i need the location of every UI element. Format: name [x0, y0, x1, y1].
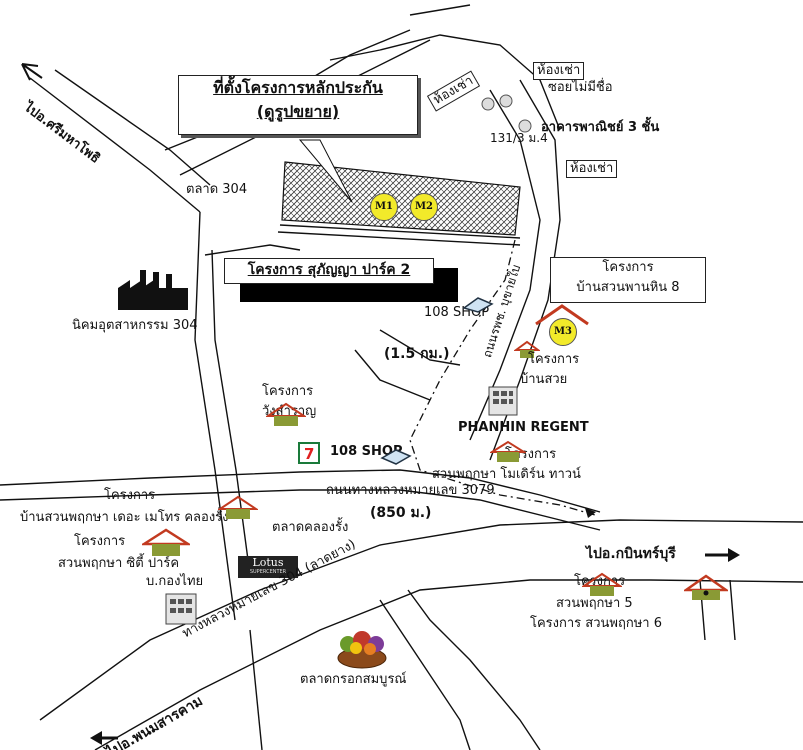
marker-m2[interactable]: M2	[410, 193, 438, 221]
label-108-shop-bottom: 108 SHOP	[330, 444, 403, 459]
house-icon-modern	[490, 440, 526, 462]
fruit-basket-icon	[337, 631, 387, 669]
road-inner	[354, 349, 431, 401]
road-mid	[204, 244, 301, 256]
label-rent-3: ห้องเช่า	[566, 160, 618, 178]
label-phanhin-regent: PHANHIN REGENT	[458, 420, 589, 435]
lotus-text: Lotus	[252, 556, 284, 569]
project-2-label-box: โครงการ สุภัญญา ปาร์ค 2	[224, 258, 434, 284]
road-lower-2	[407, 589, 541, 750]
label-industrial: นิคมอุตสาหกรรม 304	[72, 318, 198, 333]
title-line-2: (ดูรูปขยาย)	[256, 102, 340, 121]
route-arrowhead	[585, 508, 596, 518]
house-icon-suan6	[684, 574, 728, 600]
title-box: ที่ตั้งโครงการหลักประกัน (ดูรูปขยาย)	[178, 75, 418, 135]
marker-m3[interactable]: M3	[549, 318, 577, 346]
route-dashed	[409, 239, 596, 516]
marker-m1[interactable]: M1	[370, 193, 398, 221]
highway-304-bottom	[94, 579, 803, 750]
project-right-box: โครงการ บ้านสวนพานหิน 8	[550, 257, 706, 303]
label-suan6: โครงการ สวนพฤกษา 6	[530, 616, 662, 631]
highway-304-top	[39, 519, 803, 721]
lotus-sub: SUPERCENTER	[249, 569, 287, 575]
main-project-area	[281, 161, 521, 236]
label-the-metro-1: โครงการ	[104, 488, 156, 503]
label-suan5-2: สวนพฤกษา 5	[556, 596, 633, 611]
house-icon-baan-suay	[514, 340, 540, 358]
title-line-1: ที่ตั้งโครงการหลักประกัน	[213, 78, 383, 97]
road-top-2	[409, 4, 471, 16]
arrow-phanom-head	[90, 731, 102, 745]
building-icon-krungthai	[165, 593, 197, 625]
title-callout-tip	[298, 139, 353, 203]
svg-text:7: 7	[304, 445, 314, 463]
label-baan-suay-1: โครงการ	[528, 352, 580, 367]
factory-icon	[118, 270, 188, 310]
label-city-park-1: โครงการ	[74, 534, 126, 549]
shop-icon-top	[462, 297, 494, 313]
label-market-304: ตลาด 304	[186, 182, 248, 197]
house-icon-the-metro	[218, 495, 258, 519]
house-icon-suan5	[582, 572, 622, 596]
seven-eleven-icon: 7	[298, 442, 320, 464]
road-inner-2	[379, 329, 461, 366]
house-icon-1	[481, 94, 513, 111]
house-icon-wang	[266, 402, 306, 426]
road-project-south-2	[277, 231, 521, 246]
label-market-fresh: ตลาดกรอกสมบูรณ์	[300, 672, 407, 687]
label-modern-2: สวนพฤกษา โมเดิร์น ทาวน์	[432, 467, 581, 482]
lotus-logo: Lotus SUPERCENTER	[238, 556, 298, 578]
arrow-to-sri	[21, 63, 43, 81]
road-project-south	[279, 224, 521, 239]
label-baan-suay-2: บ้านสวย	[520, 372, 568, 387]
house-icon-2	[518, 119, 532, 133]
label-wang-1: โครงการ	[262, 384, 314, 399]
house-roof-icon	[535, 304, 589, 326]
label-rent-2: ห้องเช่า	[533, 62, 585, 80]
label-address: 131/3 ม.4	[490, 131, 548, 145]
road-top	[329, 34, 561, 131]
road-right-lower-2	[729, 579, 736, 641]
label-the-metro-2: บ้านสวนพฤกษา เดอะ เมโทร คลองรั้ง	[20, 510, 229, 525]
label-soi: ซอยไม่มีชื่อ	[548, 80, 613, 95]
label-commercial: อาคารพาณิชย์ 3 ชั้น	[541, 120, 660, 135]
road-to-sri	[29, 77, 201, 213]
arrow-kabin-head	[728, 548, 740, 562]
building-icon-phanhin	[488, 386, 518, 416]
label-city-park-2: สวนพฤกษา ซิตี้ ปาร์ค	[58, 556, 180, 571]
road-3079-top	[0, 469, 601, 513]
house-icon-city-park	[142, 528, 190, 556]
project-right-line-1: โครงการ	[602, 260, 654, 275]
road-left-outer	[194, 211, 236, 621]
road-lower-3	[379, 599, 471, 750]
road-lower-1	[249, 629, 263, 750]
label-distance-1: (1.5 กม.)	[384, 346, 450, 362]
label-road-3079: ถนนทางหลวงหมายเลข 3079	[326, 483, 495, 498]
road-right-1	[469, 89, 541, 441]
road-to-sri-edge	[54, 69, 211, 186]
label-market-klong: ตลาดคลองรั้ง	[272, 520, 349, 535]
label-krungthai: บ.กองไทย	[146, 574, 204, 589]
project-right-line-2: บ้านสวนพานหิน 8	[576, 280, 680, 295]
road-3079-bottom	[0, 489, 601, 531]
project-2-label: โครงการ สุภัญญา ปาร์ค 2	[247, 262, 411, 278]
label-to-kabin: ไปอ.กบินทร์บุรี	[586, 546, 676, 562]
label-distance-2: (850 ม.)	[370, 505, 432, 521]
shop-icon-bottom	[380, 449, 412, 465]
